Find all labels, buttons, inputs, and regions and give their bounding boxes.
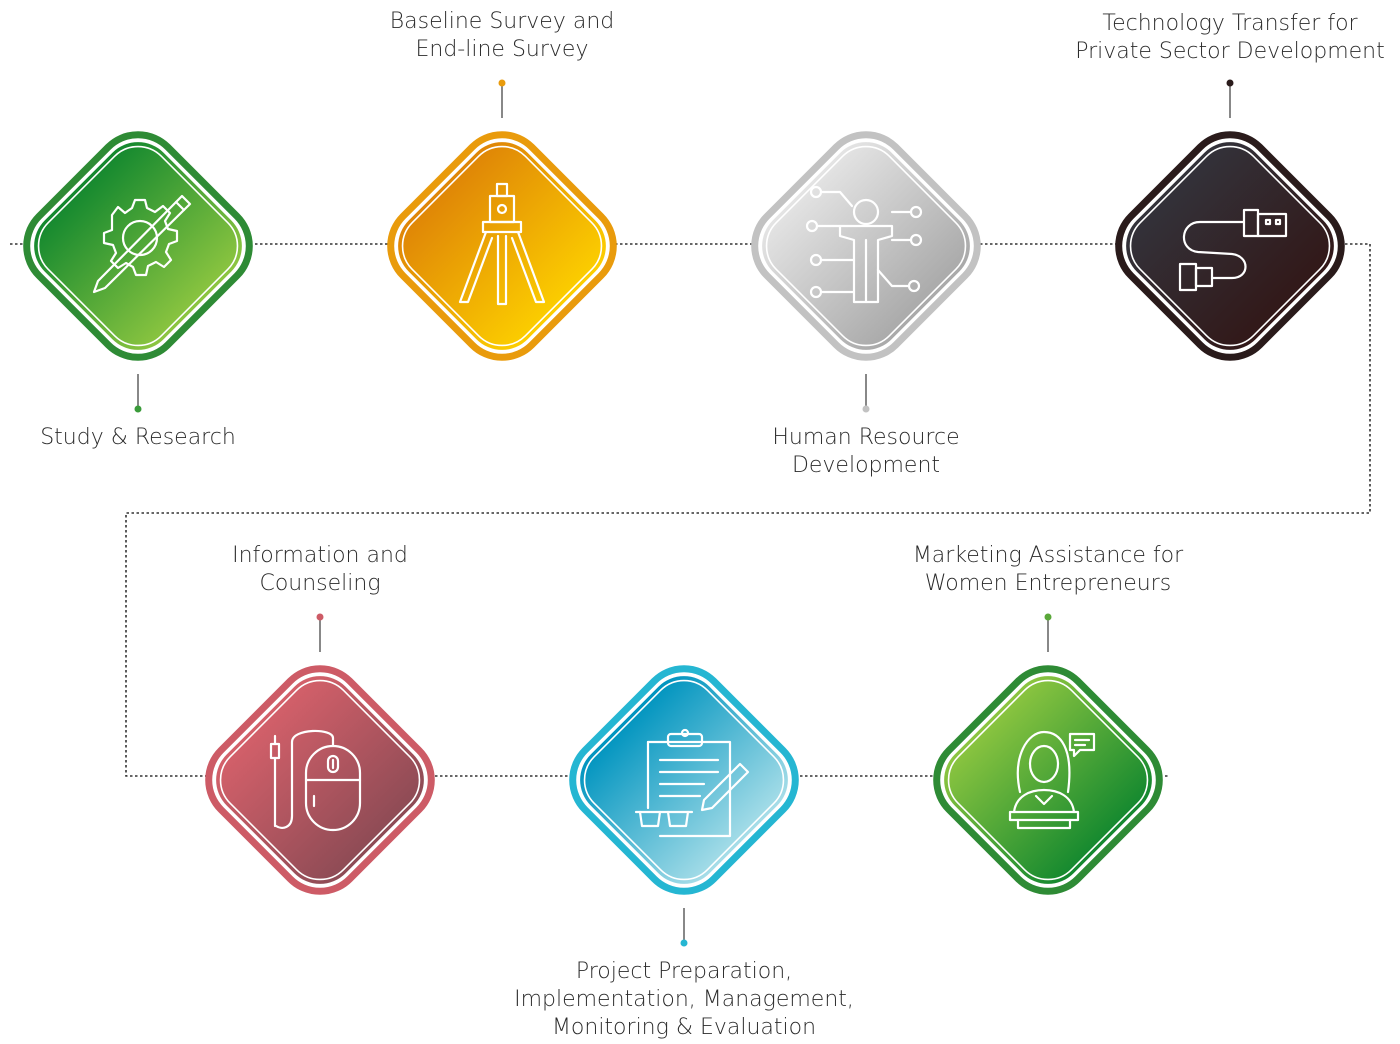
label-line: End-line Survey: [415, 37, 589, 62]
label-line: Implementation, Management,: [514, 987, 854, 1012]
label-line: Women Entrepreneurs: [924, 571, 1172, 596]
pin-dot: [1226, 79, 1234, 87]
diamond-inner: [34, 142, 242, 350]
label-baseline-survey: Baseline Survey and End-line Survey: [352, 8, 652, 64]
label-study-research: Study & Research: [0, 424, 276, 452]
label-information-counseling: Information and Counseling: [170, 542, 470, 598]
label-line: Private Sector Development: [1075, 39, 1385, 64]
step-human-resource: [751, 131, 981, 413]
pin-dot: [498, 79, 506, 87]
label-project-preparation: Project Preparation, Implementation, Man…: [490, 958, 878, 1042]
diamond-inner: [1126, 142, 1334, 350]
usb-cable-icon: [1178, 208, 1288, 292]
pin-dot: [134, 405, 142, 413]
label-line: Project Preparation,: [575, 959, 793, 984]
human-network-icon: [805, 185, 923, 304]
pin-dot: [316, 613, 324, 621]
diamond-inner: [944, 676, 1152, 884]
step-marketing-assistance: [933, 613, 1163, 895]
label-line: Marketing Assistance for: [912, 543, 1184, 568]
pin-dot: [862, 405, 870, 413]
label-technology-transfer: Technology Transfer for Private Sector D…: [1064, 10, 1396, 66]
label-line: Monitoring & Evaluation: [551, 1015, 817, 1040]
label-line: Study & Research: [40, 425, 236, 450]
pin-dot: [1044, 613, 1052, 621]
step-baseline-survey: [387, 79, 617, 361]
step-project-preparation: [569, 665, 799, 947]
step-study-research: [23, 131, 253, 413]
step-information-counseling: [205, 613, 435, 895]
label-line: Information and: [232, 543, 408, 568]
label-line: Baseline Survey and: [389, 9, 615, 34]
computer-mouse-icon: [269, 729, 362, 832]
label-line: Counseling: [259, 571, 381, 596]
label-human-resource: Human Resource Development: [716, 424, 1016, 480]
label-line: Technology Transfer for: [1102, 11, 1358, 36]
surveyor-tripod-icon: [458, 182, 546, 306]
label-marketing-assistance: Marketing Assistance for Women Entrepren…: [878, 542, 1218, 598]
diamond-inner: [398, 142, 606, 350]
step-technology-transfer: [1115, 79, 1345, 361]
label-line: Development: [791, 453, 941, 478]
clipboard-glasses-icon: [634, 728, 750, 838]
woman-chat-icon: [1008, 730, 1096, 830]
diamond-inner: [580, 676, 788, 884]
gear-pencil-icon: [92, 194, 192, 294]
label-line: Human Resource: [772, 425, 960, 450]
pin-dot: [680, 939, 688, 947]
